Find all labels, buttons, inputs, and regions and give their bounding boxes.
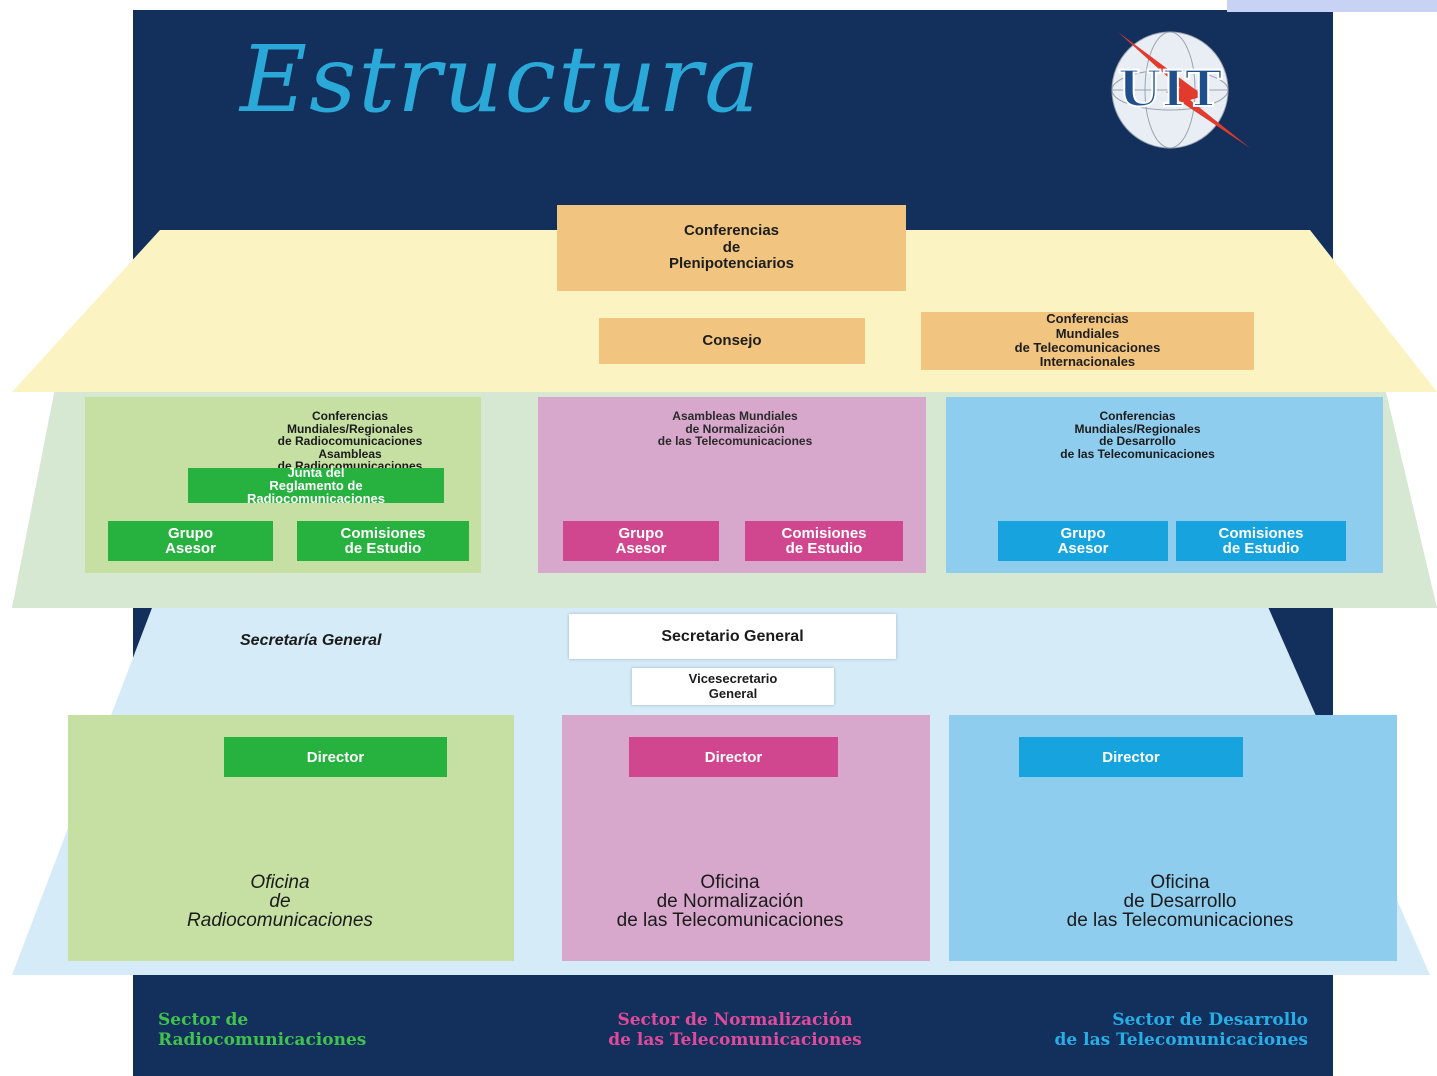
development-sector-label: Sector de Desarrollo de las Telecomunica… bbox=[1054, 1010, 1309, 1050]
plenipotentiary-conference-box: Conferencias de Plenipotenciarios bbox=[557, 205, 906, 291]
standardization-advisory-group-box: Grupo Asesor bbox=[563, 521, 719, 561]
secretariat-label: Secretaría General bbox=[240, 632, 382, 649]
radio-sector-label: Sector de Radiocomunicaciones bbox=[158, 1010, 367, 1050]
development-conferences-title: Conferencias Mundiales/Regionales de Des… bbox=[1060, 409, 1215, 461]
radio-regulations-board-box: Junta del Reglamento de Radiocomunicacio… bbox=[188, 466, 444, 505]
standardization-study-groups-box: Comisiones de Estudio bbox=[745, 521, 903, 561]
radio-bureau-label: Oficina de Radiocomunicaciones bbox=[187, 872, 373, 931]
radio-director-box: Director bbox=[224, 737, 447, 777]
corner-strip bbox=[1227, 0, 1437, 12]
radio-assemblies-title: Conferencias Mundiales/Regionales de Rad… bbox=[277, 409, 423, 474]
radio-advisory-group-box: Grupo Asesor bbox=[108, 521, 273, 561]
development-study-groups-box: Comisiones de Estudio bbox=[1176, 521, 1346, 561]
standardization-bureau-label: Oficina de Normalización de las Telecomu… bbox=[616, 872, 844, 931]
standardization-director-box: Director bbox=[629, 737, 838, 777]
deputy-secretary-general-box: Vicesecretario General bbox=[632, 668, 834, 705]
radio-study-groups-box: Comisiones de Estudio bbox=[297, 521, 469, 561]
itu-logo: UIT bbox=[1111, 31, 1250, 149]
standardization-assemblies-title: Asambleas Mundiales de Normalización de … bbox=[657, 409, 813, 449]
wcit-box: Conferencias Mundiales de Telecomunicaci… bbox=[921, 312, 1254, 370]
development-advisory-group-box: Grupo Asesor bbox=[998, 521, 1168, 561]
standardization-sector-label: Sector de Normalización de las Telecomun… bbox=[608, 1010, 862, 1050]
diagram-title: Estructura bbox=[240, 26, 762, 133]
development-bureau-label: Oficina de Desarrollo de las Telecomunic… bbox=[1066, 872, 1294, 931]
secretary-general-box: Secretario General bbox=[569, 614, 896, 659]
development-director-box: Director bbox=[1019, 737, 1243, 777]
logo-text: UIT bbox=[1118, 59, 1222, 118]
council-box: Consejo bbox=[599, 318, 865, 364]
